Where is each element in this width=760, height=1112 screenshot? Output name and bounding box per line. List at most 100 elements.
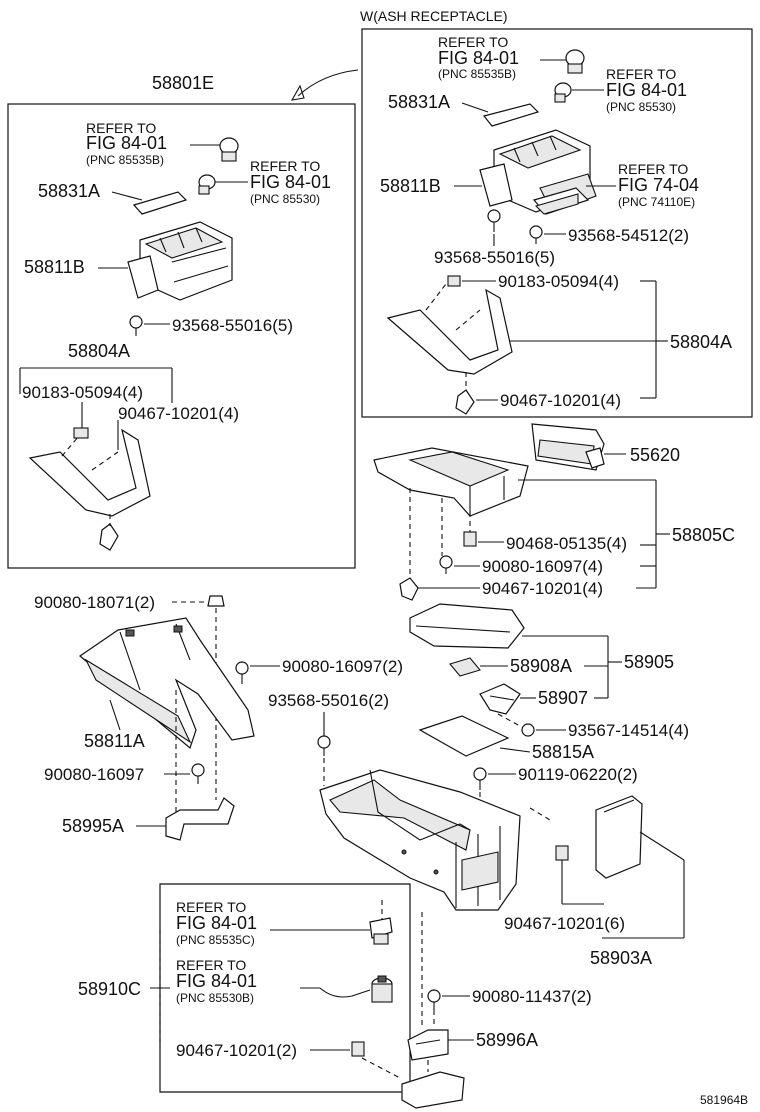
center-part-58907[interactable]: 58907 (538, 688, 588, 708)
left-panel-part (127, 221, 233, 301)
lower-part-58995a[interactable]: 58995A (62, 816, 124, 836)
bracket-part (165, 797, 235, 841)
right-ref-a-line3: (PNC 85535B) (438, 67, 516, 81)
hinge-part (449, 657, 481, 677)
right-ref-a-line2: FIG 84-01 (438, 48, 519, 68)
lower-part-90080-18071[interactable]: 90080-18071(2) (34, 593, 155, 612)
bulb-icon (219, 137, 239, 162)
ashtray-part (532, 187, 590, 215)
lower-part-58811a[interactable]: 58811A (84, 731, 145, 751)
center-part-58908a[interactable]: 58908A (510, 656, 572, 676)
left-ref-b-line1: REFER TO (250, 158, 320, 174)
right-group-box (361, 28, 753, 418)
left-group-box (7, 103, 356, 569)
left-assembly-number[interactable]: 58801E (152, 73, 214, 93)
right-part-90467-10201[interactable]: 90467-10201(4) (500, 391, 621, 410)
right-ref-b-line3: (PNC 85530) (606, 100, 676, 114)
left-part-90183-05094[interactable]: 90183-05094(4) (22, 383, 143, 402)
screw-icon (129, 315, 143, 336)
screw-icon (317, 735, 331, 756)
left-part-90467-10201[interactable]: 90467-10201(4) (118, 404, 239, 423)
screw-icon (529, 225, 543, 244)
left-part-58831a[interactable]: 58831A (38, 181, 100, 201)
right-ref-c-line1: REFER TO (618, 161, 688, 177)
latch-part (479, 683, 521, 715)
bottom-part-58996a[interactable]: 58996A (476, 1030, 538, 1050)
center-part-58815a[interactable]: 58815A (532, 742, 594, 762)
console-side-panel-part (79, 617, 255, 750)
right-part-58811b[interactable]: 58811B (380, 176, 441, 196)
center-part-58903a[interactable]: 58903A (590, 948, 652, 968)
left-bezel-part (132, 191, 188, 215)
bottom-part-90467-10201[interactable]: 90467-10201(2) (176, 1041, 297, 1060)
mid-part-90080-16097[interactable]: 90080-16097(4) (482, 557, 603, 576)
clip-icon (351, 1041, 365, 1057)
variant-label: W(ASH RECEPTACLE) (360, 8, 508, 24)
mid-part-55620[interactable]: 55620 (630, 445, 680, 465)
mid-part-90467-10201[interactable]: 90467-10201(4) (482, 579, 603, 598)
lower-cover-part (401, 1071, 465, 1109)
lighter-icon (319, 975, 393, 1003)
right-part-90183-05094[interactable]: 90183-05094(4) (498, 272, 619, 291)
bottom-ref-b-line2: FIG 84-01 (176, 971, 257, 991)
socket-icon (198, 174, 216, 195)
mid-part-90468-05135[interactable]: 90468-05135(4) (506, 534, 627, 553)
right-part-58831a[interactable]: 58831A (388, 92, 450, 112)
center-part-93568-55016[interactable]: 93568-55016(2) (268, 691, 389, 710)
bottom-part-90080-11437[interactable]: 90080-11437(2) (472, 987, 592, 1006)
bolt-icon (427, 989, 441, 1010)
right-trim-panel (386, 283, 513, 415)
socket-icon (554, 82, 572, 103)
center-part-93567-14514[interactable]: 93567-14514(4) (568, 721, 689, 740)
bulb-icon (565, 49, 585, 74)
clip-icon (555, 845, 569, 861)
right-ref-b-line2: FIG 84-01 (606, 80, 687, 100)
clip-icon (399, 577, 419, 601)
right-ref-c-line2: FIG 74-04 (618, 175, 699, 195)
left-part-58804a[interactable]: 58804A (68, 341, 130, 361)
arrow-icon (297, 69, 359, 97)
bottom-assembly-number[interactable]: 58910C (78, 979, 141, 999)
center-part-90119-06220[interactable]: 90119-06220(2) (518, 765, 638, 784)
screw-icon (439, 555, 453, 574)
left-trim-panel (28, 427, 151, 551)
right-part-58804a[interactable]: 58804A (670, 332, 732, 352)
bottom-ref-b-line3: (PNC 85530B) (176, 991, 254, 1005)
left-ref-b-line2: FIG 84-01 (250, 172, 331, 192)
bolt-icon (473, 767, 487, 790)
clip-icon (447, 275, 461, 287)
mid-part-58805c[interactable]: 58805C (672, 525, 735, 545)
screw-icon (521, 723, 535, 737)
armrest-lid-part (409, 603, 525, 649)
right-ref-b-line1: REFER TO (606, 66, 676, 82)
left-ref-a-line1: REFER TO (86, 120, 156, 136)
bottom-ref-a-line1: REFER TO (176, 899, 246, 915)
screw-icon (191, 763, 205, 784)
left-ref-a-line2: FIG 84-01 (86, 133, 167, 153)
center-part-90467-10201-6[interactable]: 90467-10201(6) (504, 914, 625, 933)
socket-icon (369, 917, 393, 945)
screw-icon (235, 661, 249, 684)
center-part-58905[interactable]: 58905 (624, 652, 674, 672)
bolt-icon (207, 595, 225, 607)
lower-part-90080-16097[interactable]: 90080-16097 (44, 765, 144, 784)
figure-id: 581964B (700, 1093, 748, 1107)
left-ref-a-line3: (PNC 85535B) (86, 153, 164, 167)
tray-mat-part (418, 715, 510, 757)
right-bezel-part (482, 103, 540, 127)
lower-part-90080-16097-2[interactable]: 90080-16097(2) (282, 657, 403, 676)
left-part-93568-55016[interactable]: 93568-55016(5) (172, 316, 293, 335)
screw-icon (487, 209, 501, 232)
clip-icon (463, 531, 477, 547)
storage-box-part (531, 423, 605, 471)
right-ref-c-line3: (PNC 74110E) (618, 195, 695, 209)
bottom-ref-a-line2: FIG 84-01 (176, 913, 257, 933)
right-part-93568-55016[interactable]: 93568-55016(5) (434, 248, 555, 267)
bottom-ref-b-line1: REFER TO (176, 957, 246, 973)
bracket-part (407, 1029, 449, 1061)
left-ref-b-line3: (PNC 85530) (250, 192, 320, 206)
bottom-ref-a-line3: (PNC 85535C) (176, 933, 255, 947)
left-part-58811b[interactable]: 58811B (24, 257, 85, 277)
right-part-93568-54512[interactable]: 93568-54512(2) (568, 226, 689, 245)
